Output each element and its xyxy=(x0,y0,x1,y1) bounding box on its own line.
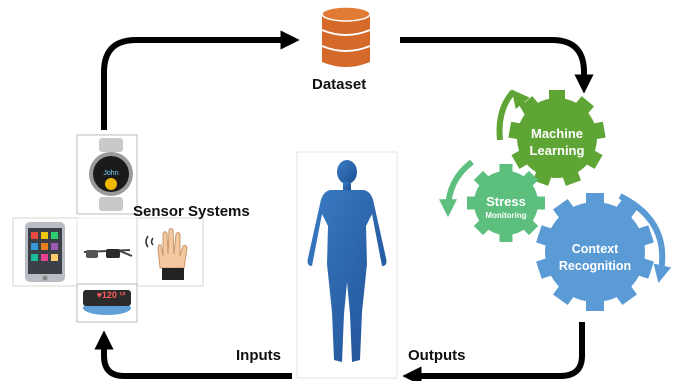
human-body-figure xyxy=(296,151,398,379)
watch-screen-name: John xyxy=(103,170,119,177)
gear-tooth xyxy=(536,258,553,279)
gear-tooth xyxy=(522,219,539,236)
arrow-inputs xyxy=(94,330,292,379)
gear-tooth xyxy=(549,90,565,100)
outputs-label: Outputs xyxy=(408,347,466,364)
wristband-icon xyxy=(76,283,138,323)
gear-tooth xyxy=(536,225,553,246)
gear-tooth xyxy=(522,170,539,187)
gear-tooth xyxy=(553,285,575,306)
arrow-to-ml xyxy=(400,37,594,94)
gear-tooth xyxy=(499,164,513,173)
stress-label-line1: Stress xyxy=(486,194,526,209)
gear-tooth xyxy=(586,300,604,311)
database-icon xyxy=(321,6,371,67)
gear-tooth xyxy=(473,170,490,187)
context-label-line1: Context xyxy=(571,242,619,256)
stress-label-line2: Monitoring xyxy=(485,211,527,220)
machine-learning-label-line1: Machine xyxy=(530,126,583,141)
context-recognition-gear xyxy=(536,193,672,311)
gear-tooth xyxy=(511,150,529,169)
gear-tooth xyxy=(467,196,476,210)
gear-tooth xyxy=(473,219,490,236)
arrow-outputs xyxy=(402,322,585,381)
arrow-to-dataset xyxy=(101,30,300,130)
smartwatch-icon xyxy=(76,134,138,215)
gear-tooth xyxy=(575,96,594,115)
gear-tooth xyxy=(553,198,575,219)
gear-tooth xyxy=(586,193,604,204)
smart-glasses-icon xyxy=(76,217,138,285)
gear-tooth xyxy=(533,170,552,186)
gear-tooth xyxy=(508,121,521,140)
gear-tooth xyxy=(615,285,637,306)
smartphone-icon xyxy=(12,217,78,287)
gear-tooth xyxy=(520,96,539,115)
dataset-label: Dataset xyxy=(312,76,367,93)
machine-learning-gear xyxy=(496,89,606,186)
gear-tooth xyxy=(615,198,637,219)
gesture-hand-icon xyxy=(136,217,204,287)
gear-tooth xyxy=(562,170,581,186)
gear-tooth xyxy=(593,121,606,140)
gear-tooth xyxy=(637,225,654,246)
stress-monitoring-gear xyxy=(439,159,545,242)
gear-tooth xyxy=(637,258,654,279)
inputs-label: Inputs xyxy=(236,347,281,364)
wristband-reading: ♥120 ¹² xyxy=(96,290,126,300)
context-label-line2: Recognition xyxy=(558,259,632,273)
gear-tooth xyxy=(499,233,513,242)
gear-tooth xyxy=(585,150,603,169)
sensor-systems-label: Sensor Systems xyxy=(133,203,250,220)
machine-learning-label-line2: Learning xyxy=(529,143,585,158)
gear-tooth xyxy=(536,196,545,210)
